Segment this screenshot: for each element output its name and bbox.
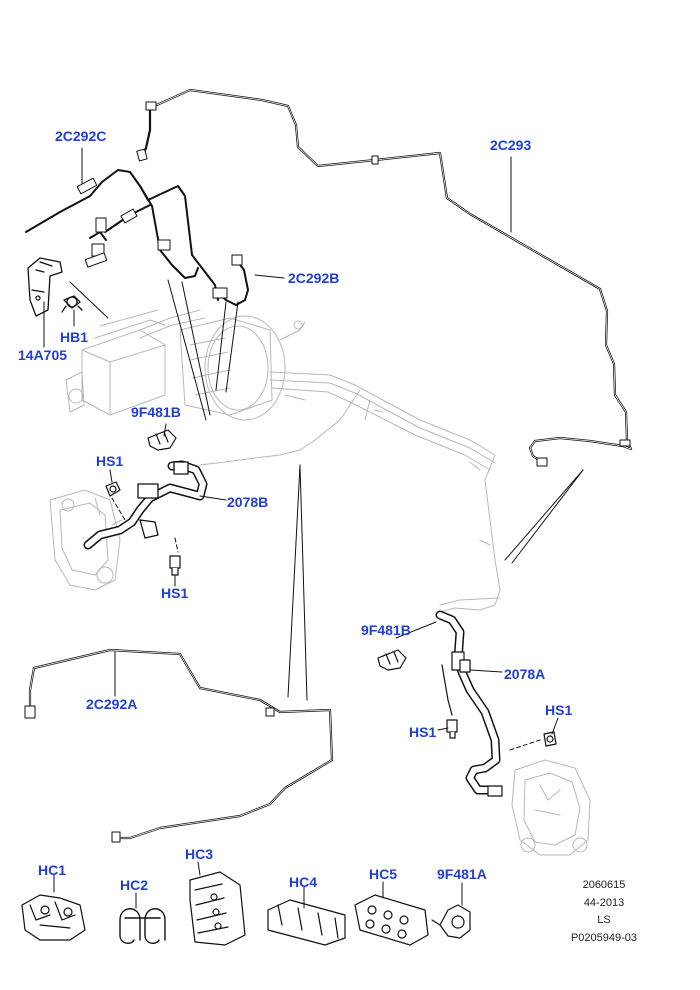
clip-hc2 [119, 908, 166, 944]
callout-hb1[interactable]: HB1 [60, 329, 89, 345]
ghost-components [49, 309, 591, 856]
bolt-hs1-front-upper [105, 481, 121, 497]
bolt-hs1-rear-right [543, 731, 557, 747]
drawing-part-reference: P0205949-03 [570, 931, 638, 944]
callout-2c293[interactable]: 2C293 [490, 137, 532, 153]
drawing-model-code: LS [597, 914, 611, 926]
clip-9f481a [431, 904, 471, 939]
clip-hc5 [354, 894, 429, 946]
clip-9f481b-mid [377, 649, 407, 671]
callout-hs1-rear-left[interactable]: HS1 [409, 724, 437, 740]
callout-hs1-front-lower[interactable]: HS1 [161, 585, 189, 601]
abs-unit-ghost [65, 309, 206, 416]
callout-hc3[interactable]: HC3 [185, 846, 214, 862]
drawing-number: 2060615 [582, 879, 626, 891]
callout-9f481b-top[interactable]: 9F481B [131, 404, 181, 420]
callout-2c292b[interactable]: 2C292B [288, 270, 340, 286]
callout-hs1-front-upper[interactable]: HS1 [96, 453, 124, 469]
callout-2078a[interactable]: 2078A [504, 666, 546, 682]
callout-hc1[interactable]: HC1 [38, 862, 67, 878]
mounting-bracket-14a705 [27, 257, 63, 317]
callout-14a705[interactable]: 14A705 [18, 347, 68, 363]
callout-2c292c[interactable]: 2C292C [55, 128, 107, 144]
callout-9f481b-mid[interactable]: 9F481B [361, 622, 411, 638]
clip-9f481b-top [147, 429, 177, 451]
callout-hc5[interactable]: HC5 [369, 866, 398, 882]
brake-booster-ghost [179, 315, 306, 421]
brake-line-2c293 [148, 88, 633, 465]
callout-9f481a[interactable]: 9F481A [437, 866, 487, 882]
callout-2078b[interactable]: 2078B [227, 494, 269, 510]
caliper-left-ghost [49, 489, 123, 591]
clip-hc4 [267, 899, 346, 946]
brake-line-2c292c [25, 169, 219, 301]
ghost-brake-lines [199, 371, 501, 613]
callout-hc4[interactable]: HC4 [289, 874, 318, 890]
leader-lines [43, 147, 584, 909]
brake-line-2c292b [212, 254, 249, 306]
drawing-date-code: 44-2013 [583, 896, 625, 909]
callout-2c292a[interactable]: 2C292A [86, 696, 138, 712]
caliper-right-ghost [511, 759, 591, 856]
bolt-hb1 [61, 295, 83, 313]
callout-hc2[interactable]: HC2 [120, 877, 149, 893]
bolt-hs1-front-lower [169, 555, 181, 576]
brake-hose-2078a [435, 610, 503, 797]
drawing-reference-block: 2060615 44-2013 LS P0205949-03 [556, 877, 652, 947]
clip-hc3 [189, 871, 246, 946]
brake-hose-2078b [83, 460, 208, 550]
callout-hs1-rear-right[interactable]: HS1 [545, 702, 573, 718]
clip-hc1 [21, 894, 86, 941]
bolt-hs1-rear-left [446, 719, 458, 739]
brake-line-2c292a [24, 648, 334, 843]
